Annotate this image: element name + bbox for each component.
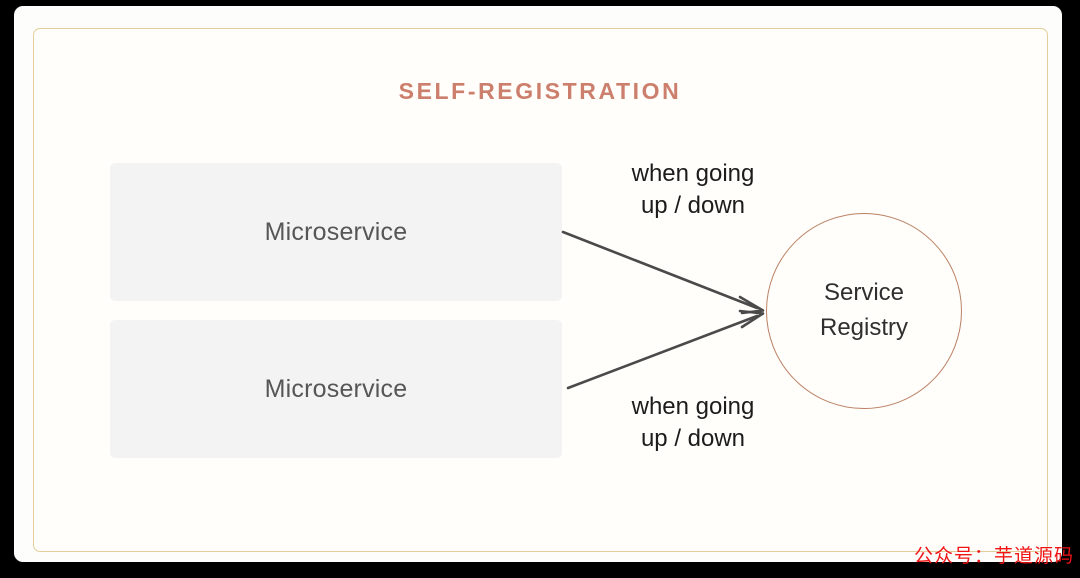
edge-bottom-label-line2: up / down xyxy=(640,424,746,452)
microservice-node-1: Microservice xyxy=(110,163,562,301)
service-registry-label-line1: Service xyxy=(823,279,905,307)
microservice-node-2: Microservice xyxy=(110,320,562,458)
microservice-label-1: Microservice xyxy=(264,217,408,246)
edge-top-label-line1: when going xyxy=(631,160,755,187)
watermark: 公众号：芋道源码 xyxy=(913,545,1074,567)
edge-top-label: when going up / down xyxy=(578,158,808,221)
edge-top-label-line2: up / down xyxy=(640,191,746,219)
service-registry-label-line2: Registry xyxy=(819,314,909,341)
page-title: SELF-REGISTRATION xyxy=(398,78,682,104)
service-registry-node: Service Registry xyxy=(766,213,962,409)
microservice-label-2: Microservice xyxy=(264,374,408,403)
edge-bottom-label-line1: when going xyxy=(631,393,755,420)
edge-bottom-label: when going up / down xyxy=(578,391,808,454)
